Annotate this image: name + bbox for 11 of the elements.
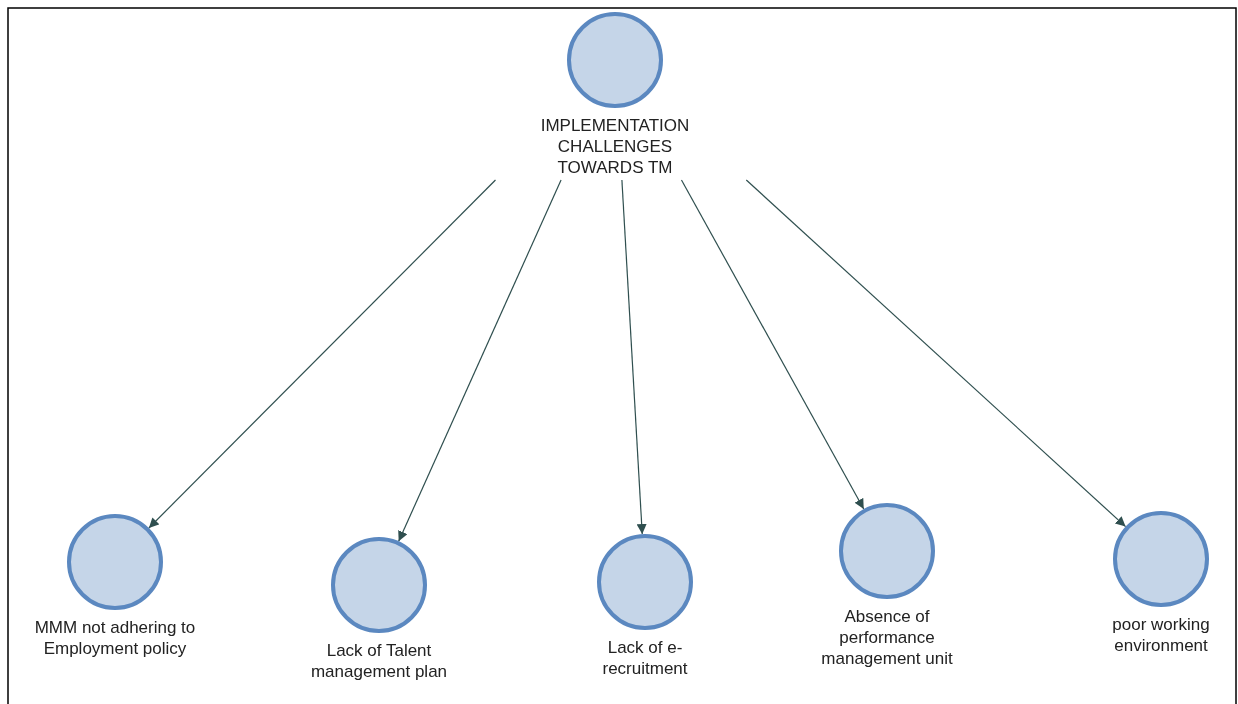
arrow [680, 179, 865, 510]
node-label: MMM not adhering to Employment policy [33, 617, 197, 659]
node-label: Lack of e-recruitment [601, 637, 689, 679]
arrow [745, 179, 1127, 528]
arrow [398, 179, 562, 542]
node-label: poor working environment [1111, 614, 1211, 656]
node-label: Absence of performance management unit [820, 606, 954, 669]
arrow [621, 179, 647, 535]
node-label: IMPLEMENTATION CHALLENGES TOWARDS TM [539, 115, 691, 178]
arrow [148, 179, 497, 529]
node-label: Lack of Talent management plan [309, 640, 449, 682]
